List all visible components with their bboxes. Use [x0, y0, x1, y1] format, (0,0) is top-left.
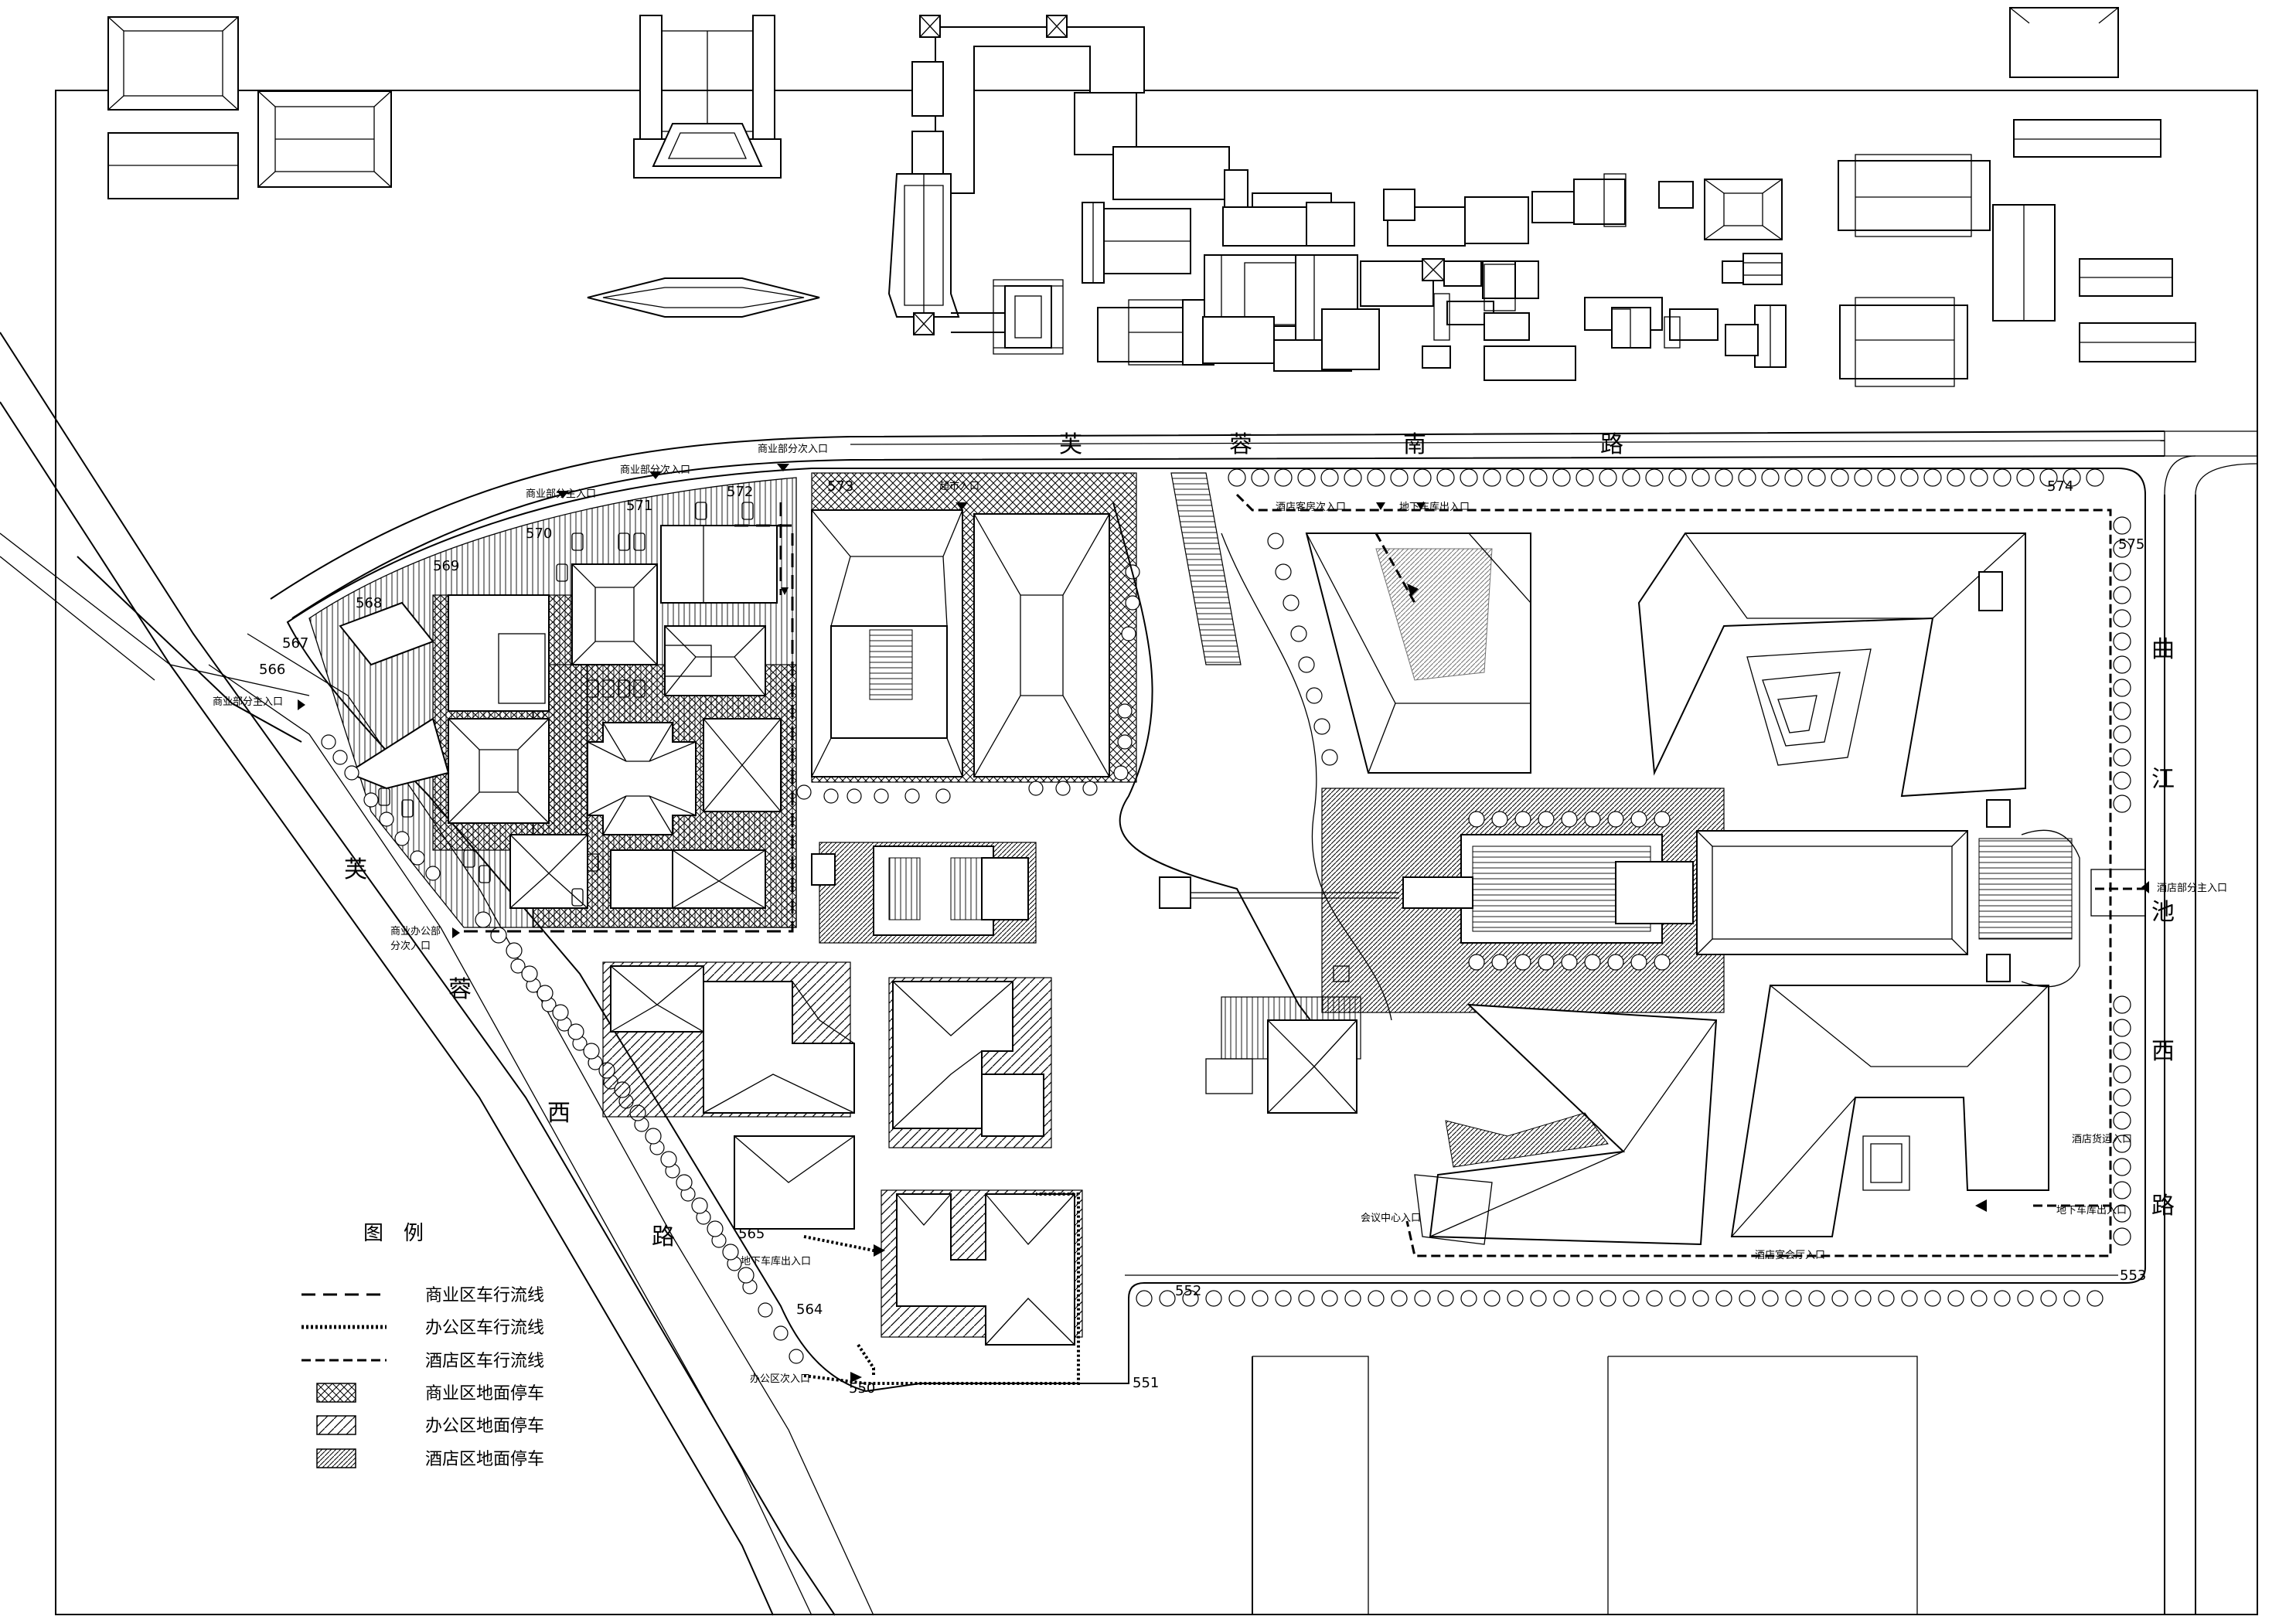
entrance-label-underground-garage-2: 地下车库出入口 [2056, 1204, 2127, 1216]
road-name-furong-west: 芙 蓉 西 路 [344, 856, 675, 1250]
entrance-label-commercial-office: 商业办公部 [390, 926, 441, 937]
entrance-label-supermarket: 超市入口 [939, 480, 979, 492]
legend-swatch-commercial-parking [316, 1383, 356, 1403]
entrance-label-hotel-freight: 酒店货运入口 [2072, 1133, 2132, 1145]
survey-point-label: 567 [282, 635, 308, 652]
entrance-label-commercial-main-1: 商业部分主入口 [526, 488, 596, 500]
office-zone [602, 472, 1140, 1346]
legend: 图 例 商业区车行流线 办公区车行流线 酒店区车行流线 商业区地面停车 办公区地… [301, 1222, 544, 1469]
road-label-furong-west-1: 芙 [344, 856, 367, 883]
north-existing-buildings [107, 7, 2196, 387]
entrance-label-hotel-room-secondary: 酒店客房次入口 [1276, 501, 1346, 513]
road-label-qujiangchi-2: 江 [2151, 766, 2175, 793]
survey-point-label: 553 [2120, 1267, 2146, 1284]
entrance-label-office-secondary: 办公区次入口 [750, 1373, 810, 1385]
entrance-arrows [298, 464, 2149, 1383]
survey-point-label: 573 [827, 478, 853, 495]
road-label-qujiangchi-1: 曲 [2151, 636, 2175, 663]
entrance-labels: 商业部分主入口 商业部分次入口 商业部分次入口 商业部分主入口 超市入口 酒店客… [213, 443, 2227, 1385]
survey-point-label: 572 [727, 484, 753, 500]
entrance-label-secondary: 分次入口 [390, 940, 431, 952]
road-name-qujiangchi-west: 曲 江 池 西 路 [2151, 636, 2175, 1220]
survey-point-label: 574 [2047, 478, 2073, 495]
legend-swatch-office-parking [316, 1415, 356, 1435]
road-label-furong-south-1: 芙 [1059, 431, 1082, 458]
legend-label-office-flow: 办公区车行流线 [425, 1318, 544, 1338]
legend-label-hotel-parking: 酒店区地面停车 [425, 1450, 544, 1469]
survey-point-label: 565 [738, 1226, 765, 1242]
survey-point-label: 571 [626, 498, 652, 514]
legend-label-hotel-flow: 酒店区车行流线 [425, 1352, 544, 1371]
survey-point-label: 550 [849, 1380, 875, 1397]
hotel-zone [1136, 468, 2146, 1307]
road-label-qujiangchi-4: 西 [2151, 1038, 2175, 1065]
tree-row-diagonal-outer [475, 911, 755, 1284]
legend-label-commercial-parking: 商业区地面停车 [425, 1384, 544, 1404]
survey-point-label: 552 [1175, 1283, 1201, 1299]
legend-label-commercial-flow: 商业区车行流线 [425, 1286, 544, 1305]
road-label-furong-south-4: 路 [1600, 431, 1623, 458]
road-name-furong-south: 芙 蓉 南 路 [1059, 431, 1623, 458]
legend-swatch-hotel-parking [316, 1448, 356, 1468]
survey-point-label: 568 [356, 595, 382, 611]
survey-points: 574 575 573 572 571 570 569 568 567 566 … [259, 478, 2146, 1397]
road-label-furong-west-3: 西 [547, 1100, 571, 1127]
road-label-furong-west-2: 蓉 [448, 976, 472, 1003]
entrance-label-commercial-main-2: 商业部分主入口 [213, 696, 283, 708]
entrance-label-banquet-hall: 酒店宴会厅入口 [1755, 1249, 1825, 1261]
vehicle-flow-lines [464, 493, 2145, 1385]
map-frame [55, 90, 2258, 1615]
road-label-furong-west-4: 路 [652, 1223, 675, 1250]
entrance-label-hotel-main: 酒店部分主入口 [2157, 883, 2227, 894]
survey-point-label: 575 [2118, 536, 2144, 553]
central-plaza [1112, 472, 1399, 1114]
entrance-label-underground-garage-1: 地下车库出入口 [1399, 501, 1470, 513]
survey-point-label: 564 [796, 1301, 823, 1318]
legend-title: 图 例 [363, 1222, 424, 1245]
road-label-qujiangchi-3: 池 [2151, 899, 2175, 926]
legend-label-office-parking: 办公区地面停车 [425, 1417, 544, 1436]
road-label-furong-south-2: 蓉 [1229, 431, 1252, 458]
survey-point-label: 551 [1133, 1375, 1159, 1391]
road-label-qujiangchi-5: 路 [2151, 1193, 2175, 1220]
entrance-label-underground-garage-3: 地下车库出入口 [741, 1255, 811, 1267]
entrance-label-commercial-secondary-1: 商业部分次入口 [620, 464, 690, 476]
commercial-zone [308, 477, 804, 1364]
entrance-label-commercial-secondary-2: 商业部分次入口 [758, 443, 828, 455]
survey-point-label: 570 [526, 526, 552, 542]
road-network [0, 332, 2258, 1616]
road-label-furong-south-3: 南 [1403, 431, 1426, 458]
survey-point-label: 566 [259, 662, 285, 678]
entrance-label-conference-center: 会议中心入口 [1361, 1213, 1421, 1224]
survey-point-label: 569 [433, 558, 459, 574]
